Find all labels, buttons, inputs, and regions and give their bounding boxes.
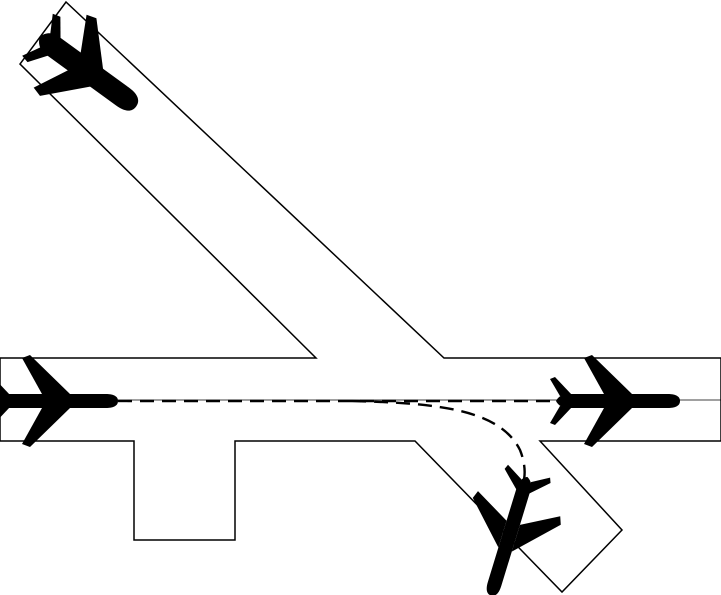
turning-taxi-path	[351, 399, 526, 499]
